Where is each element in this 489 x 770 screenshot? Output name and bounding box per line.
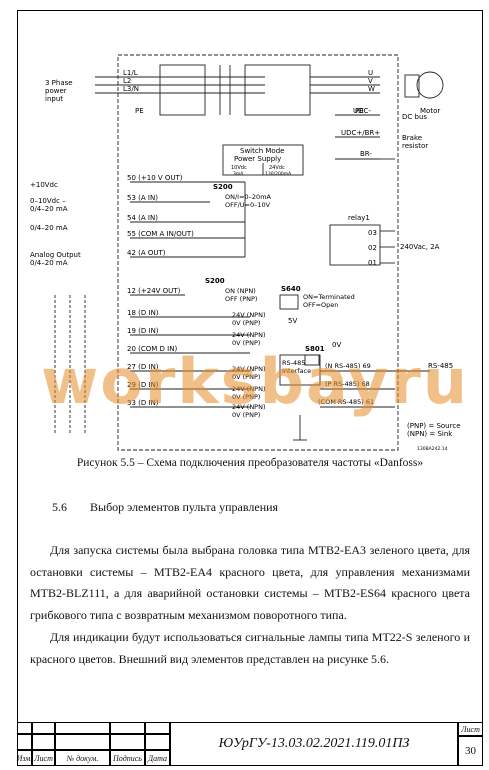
terminal-v: V (368, 77, 373, 85)
brake-label: Brake (402, 134, 422, 142)
resistor-label: resistor (402, 142, 428, 150)
relay-title: relay1 (348, 214, 370, 222)
term-54: 54 (A IN) (127, 214, 158, 222)
motor-label: Motor (420, 107, 440, 115)
relay-01: 01 (368, 259, 377, 267)
rs485-right: RS-485 (428, 362, 453, 370)
s640-on: ON=Terminated (303, 293, 355, 301)
col-sign: Подпись (110, 750, 145, 766)
term-12: 12 (+24V OUT) (127, 287, 181, 295)
s200-mid-off: OFF (PNP) (225, 295, 257, 303)
term-53: 53 (A IN) (127, 194, 158, 202)
section-heading: 5.6 Выбор элементов пульта управления (52, 500, 278, 515)
smps-10v: 10Vdc (231, 165, 247, 171)
term-55: 55 (COM A IN/OUT) (127, 230, 194, 238)
rs485-69: (N RS-485) 69 (325, 362, 371, 370)
pnp-27: 0V (PNP) (232, 373, 260, 381)
legend-npn: (NPN) = Sink (407, 430, 453, 438)
udc-minus: UDC- (353, 107, 371, 115)
pnp-33: 0V (PNP) (232, 411, 260, 419)
dc-bus-label: DC bus (402, 113, 427, 121)
paragraph: Для индикации будут использоваться сигна… (30, 630, 470, 666)
rs485-68: (P RS-485) 68 (325, 380, 370, 388)
terminal-pe-right: PE (355, 107, 364, 115)
ain54-label: 0/4–20 mA (30, 224, 68, 232)
udc-plus: UDC+/BR+ (341, 129, 380, 137)
terminal-w: W (368, 85, 375, 93)
s640-off: OFF=Open (303, 301, 338, 309)
figure-caption: Рисунок 5.5 – Схема подключения преобраз… (76, 457, 424, 469)
terminal-pe-left: PE (135, 107, 144, 115)
npn-27: 24V (NPN) (232, 365, 266, 373)
npn-29: 24V (NPN) (232, 385, 266, 393)
plus10-label: +10Vdc (30, 181, 58, 189)
npn-18: 24V (NPN) (232, 311, 266, 319)
terminal-l2: L2 (123, 77, 131, 85)
term-33: 33 (D IN) (127, 399, 159, 407)
aout-label-2: 0/4–20 mA (30, 259, 68, 267)
s200-mid-on: ON (NPN) (225, 287, 256, 295)
smps-3ma: 3mA (233, 171, 244, 177)
col-list: Лист (32, 750, 55, 766)
s200-mid-title: S200 (205, 277, 225, 285)
fivev-label: 5V (288, 317, 297, 325)
s200-top-title: S200 (213, 183, 233, 191)
relay-rating: 240Vac, 2A (400, 243, 440, 251)
terminal-u: U (368, 69, 373, 77)
three-phase-label-2: power (45, 87, 67, 95)
ain53-label-2: 0/4–20 mA (30, 205, 68, 213)
smps-title-2: Power Supply (234, 155, 281, 163)
pnp-19: 0V (PNP) (232, 339, 260, 347)
document-code: ЮУрГУ-13.03.02.2021.119.01ПЗ (170, 722, 458, 766)
s200-top-on: ON/I=0–20mA (225, 193, 272, 201)
smps-title-1: Switch Mode (240, 147, 284, 155)
rs485-title: RS-485 (282, 359, 305, 367)
term-50: 50 (+10 V OUT) (127, 174, 183, 182)
section-number: 5.6 (52, 500, 67, 514)
term-29: 29 (D IN) (127, 381, 159, 389)
rs485-61: (COM RS-485) 61 (318, 398, 374, 406)
term-20: 20 (COM D IN) (127, 345, 177, 353)
col-izm: Изм. (17, 750, 32, 766)
section-title: Выбор элементов пульта управления (90, 500, 279, 514)
s200-top-off: OFF/U=0–10V (225, 201, 271, 209)
col-date: Дата (145, 750, 170, 766)
term-42: 42 (A OUT) (127, 249, 166, 257)
term-19: 19 (D IN) (127, 327, 159, 335)
wiring-diagram: 3 Phase power input +10Vdc 0–10Vdc – 0/4… (30, 54, 461, 452)
three-phase-label-1: 3 Phase (45, 79, 73, 87)
terminal-l3: L3/N (123, 85, 139, 93)
three-phase-label-3: input (45, 95, 63, 103)
legend-pnp: (PNP) = Source (407, 422, 461, 430)
terminal-l1: L1/L (123, 69, 138, 77)
watermark: worksbayru (40, 345, 470, 418)
aout-label-1: Analog Output (30, 251, 81, 259)
npn-33: 24V (NPN) (232, 403, 266, 411)
diagram-code: 130BA242.14 (417, 446, 448, 452)
sheet-label: Лист (458, 722, 483, 736)
rs485-interface: Interface (282, 367, 311, 375)
br-minus: BR- (360, 150, 372, 158)
sheet-number: 30 (458, 736, 483, 766)
col-doc: № докум. (55, 750, 110, 766)
pnp-18: 0V (PNP) (232, 319, 260, 327)
relay-03: 03 (368, 229, 377, 237)
s640-title: S640 (281, 285, 301, 293)
term-18: 18 (D IN) (127, 309, 159, 317)
ain53-label-1: 0–10Vdc – (30, 197, 66, 205)
smps-130ma: 130/200mA (265, 171, 292, 177)
title-block: Изм. Лист № докум. Подпись Дата ЮУрГУ-13… (17, 722, 483, 766)
paragraph: Для запуска системы была выбрана головка… (30, 543, 470, 622)
pnp-29: 0V (PNP) (232, 393, 260, 401)
s801-label: S801 (305, 345, 325, 353)
term-27: 27 (D IN) (127, 363, 159, 371)
npn-19: 24V (NPN) (232, 331, 266, 339)
smps-24v: 24Vdc (269, 165, 285, 171)
zerov-label: 0V (332, 341, 341, 349)
relay-02: 02 (368, 244, 377, 252)
